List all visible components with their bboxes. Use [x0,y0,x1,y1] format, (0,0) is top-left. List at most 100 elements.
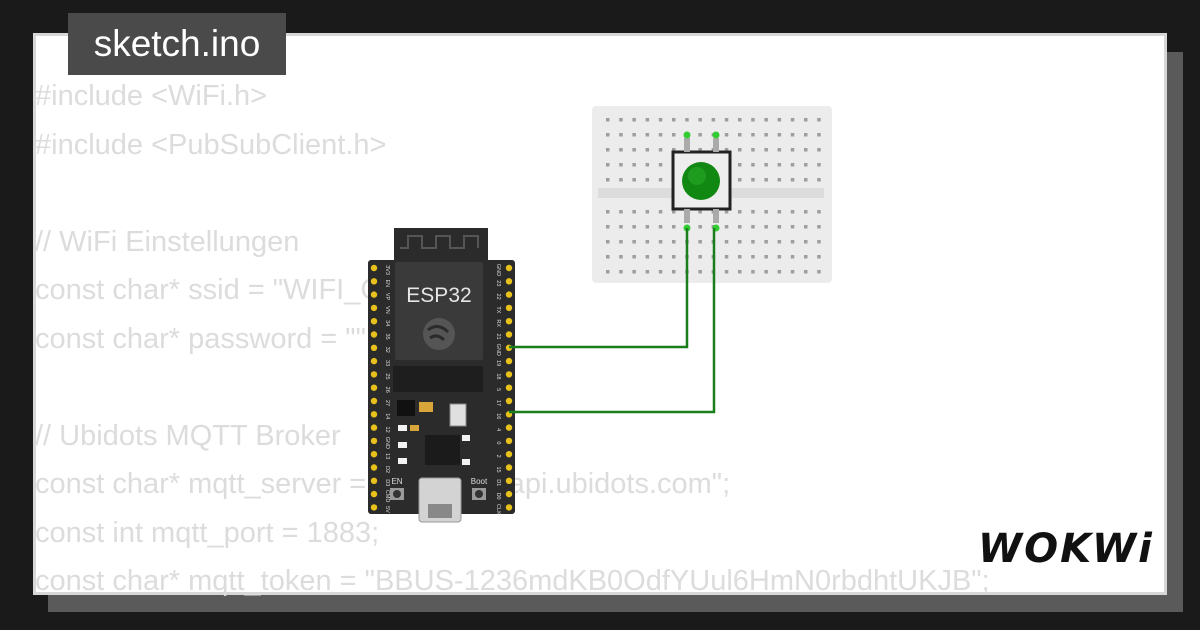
pin-header[interactable] [370,397,378,405]
breadboard-hole [804,210,808,214]
pin-header[interactable] [370,424,378,431]
pin-header[interactable] [505,397,513,405]
pin-header[interactable] [370,318,378,325]
pin-label: 17 [495,400,501,406]
breadboard-hole [764,163,768,167]
breadboard-hole [619,225,623,229]
wire-gnd[interactable] [509,228,689,349]
pin-label: CLK [495,504,501,515]
pin-label: GND [384,437,390,449]
breadboard-hole [751,210,755,214]
pin-header[interactable] [505,490,513,498]
pin-label: 3V3 [384,265,390,275]
esp32-board[interactable]: ESP32 EN Boot 3V3ENVPVN34353233252627141… [368,228,515,523]
breadboard-hole [658,178,663,182]
breadboard-hole [672,133,676,137]
pin-header[interactable] [505,371,513,378]
pin-label: 33 [384,360,390,366]
breadboard-hole [658,255,663,259]
board-label: ESP32 [406,284,471,307]
breadboard-hole [658,210,663,214]
pin-header[interactable] [370,304,378,312]
pin-header[interactable] [505,291,513,298]
breadboard-hole [606,178,610,182]
pin-label: 18 [495,373,501,379]
breadboard-hole [804,225,808,229]
pin-header[interactable] [370,504,378,511]
breadboard-hole [606,240,610,244]
pin-header[interactable] [505,424,513,431]
breadboard-hole [658,118,663,122]
pin-header[interactable] [505,477,513,484]
breadboard-hole [790,210,795,214]
breadboard-hole [777,163,782,167]
pin-header[interactable] [370,357,378,365]
pin-header[interactable] [505,504,513,511]
pin-label: EN [384,279,390,287]
breadboard-hole [619,178,623,182]
pin-header[interactable] [370,331,378,338]
pin-header[interactable] [370,344,378,351]
breadboard-hole [645,178,650,182]
pin-header[interactable] [505,464,513,471]
pin-header[interactable] [505,451,513,458]
pin-header[interactable] [370,384,378,391]
pin-label: 26 [384,387,390,393]
pin-header[interactable] [505,437,513,445]
pin-label: 5 [495,388,501,391]
pin-header[interactable] [505,357,513,365]
breadboard-hole [645,255,650,259]
boot-label: Boot [471,477,488,486]
code-line: #include <PubSubClient.h> [35,128,387,161]
breadboard-hole [790,118,795,122]
breadboard-hole [645,148,650,152]
pin-header[interactable] [370,291,378,298]
pin-label: 4 [495,428,501,431]
pin-label: 15 [495,466,501,472]
breadboard-hole [751,148,755,152]
pin-label: 2 [495,455,501,458]
breadboard-hole [817,240,821,244]
pin-header[interactable] [505,304,513,312]
breadboard-hole [606,163,610,167]
breadboard-hole [672,210,676,214]
pin-label: VP [384,293,390,301]
breadboard-hole [619,148,623,152]
breadboard-hole [738,210,742,214]
file-name-tab[interactable]: sketch.ino [68,13,286,75]
breadboard-hole [658,270,663,274]
breadboard-hole [672,240,676,244]
pin-label: 19 [495,360,501,366]
code-line: const char* password = ""; [35,322,374,355]
pin-label: D1 [495,479,501,486]
pin-header[interactable] [370,411,378,418]
breadboard-hole [764,210,768,214]
breadboard-hole [777,118,782,122]
pin-label: 27 [384,400,390,406]
pin-header[interactable] [505,264,513,272]
pin-header[interactable] [505,331,513,338]
wire-gpio[interactable] [509,228,716,414]
breadboard-hole [698,255,702,259]
breadboard-hole [632,163,636,167]
pin-header[interactable] [505,278,513,285]
breadboard-hole [790,255,795,259]
breadboard-hole [790,163,795,167]
pin-header[interactable] [370,437,378,445]
breadboard-hole [777,178,782,182]
pin-header[interactable] [370,278,378,285]
pushbutton[interactable] [671,131,732,232]
pin-header[interactable] [370,490,378,498]
pin-header[interactable] [370,451,378,458]
pin-header[interactable] [370,264,378,272]
breadboard-hole [645,118,650,122]
pin-header[interactable] [505,318,513,325]
pin-header[interactable] [505,384,513,391]
pin-header[interactable] [370,477,378,484]
breadboard-hole [632,133,636,137]
pin-header[interactable] [370,464,378,471]
breadboard-hole [698,225,702,229]
breadboard-hole [790,148,795,152]
pin-header[interactable] [370,371,378,378]
breadboard-hole [645,225,650,229]
